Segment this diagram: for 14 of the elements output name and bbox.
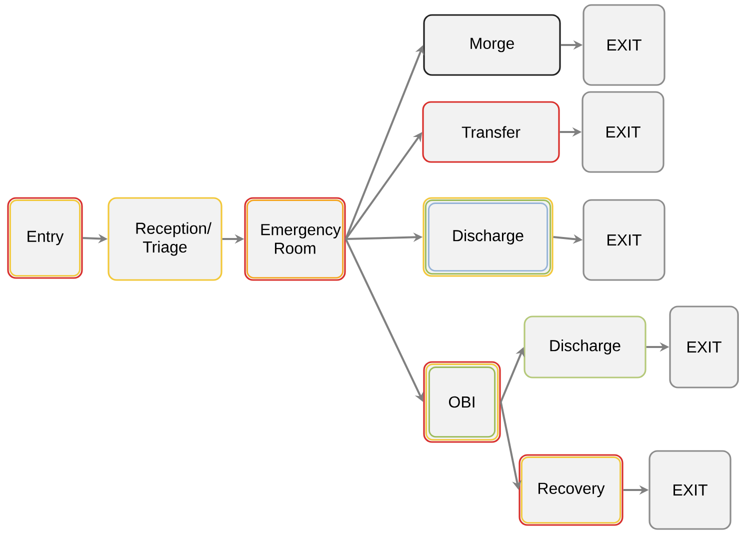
process-box: Recovery: [518, 454, 624, 526]
process-box: Emergency Room: [244, 197, 346, 281]
exit-box: EXIT: [582, 91, 664, 173]
process-box: Discharge: [422, 197, 554, 277]
process-box: OBI: [423, 361, 501, 443]
process-box: Transfer: [422, 101, 560, 163]
exit-box: EXIT: [582, 4, 666, 86]
process-box: Discharge: [524, 316, 646, 378]
exit-box: EXIT: [582, 199, 666, 281]
process-box: Reception/ Triage: [108, 197, 222, 281]
process-box: Morge: [423, 14, 561, 76]
exit-box: EXIT: [648, 450, 732, 530]
process-box: Entry: [7, 197, 83, 279]
exit-box: EXIT: [669, 306, 739, 388]
